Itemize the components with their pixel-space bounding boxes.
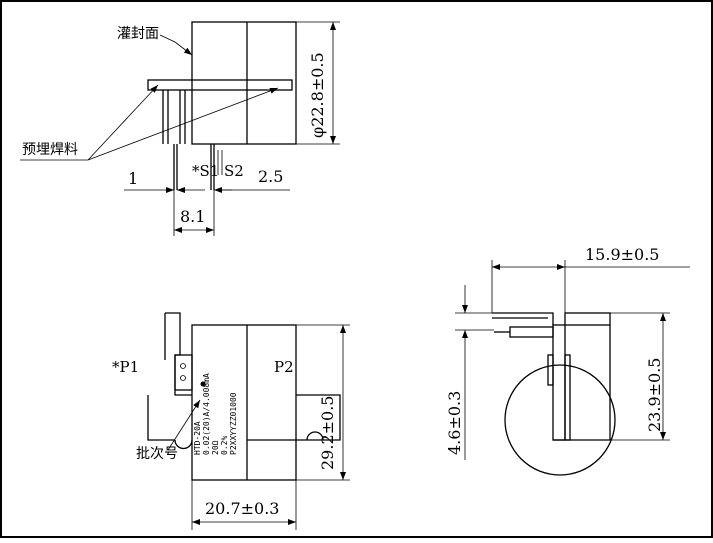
side-body-circle [504,364,616,476]
front-body [191,324,297,481]
dim-side-height: 23.9±0.5 [645,358,664,432]
dim-pin-width: 1 [128,169,138,188]
marking-line-1: HTD-20A [193,421,202,455]
dim-pin-span: 8.1 [180,207,205,226]
top-body [191,21,297,145]
label-batch-number: 批次号 [136,446,178,462]
top-view: 灌封面 预埋焊料 *S1 S2 φ22.8±0.5 1 2.5 8.1 [20,21,340,236]
label-s1: *S1 [192,162,219,180]
label-p1: *P1 [112,358,139,376]
marking-line-2: 0.02(20)A/4.008mA [202,373,211,455]
label-p2: P2 [274,358,294,376]
product-marking: HTD-20A 0.02(20)A/4.008mA 20Ω 0.2% P2XXY… [193,373,238,455]
front-view: HTD-20A 0.02(20)A/4.008mA 20Ω 0.2% P2XXY… [112,312,350,530]
label-s2: S2 [224,162,244,180]
dim-diameter: φ22.8±0.5 [308,52,327,138]
marking-line-3: 20Ω [211,440,220,455]
side-view: 15.9±0.5 23.9±0.5 4.6±0.3 [445,245,690,476]
dim-top-width: 15.9±0.5 [585,245,659,264]
marking-line-4: 0.2% [220,436,229,455]
marking-line-5: P2XXYYZZ01000 [229,392,238,455]
dim-height: 29.2±0.5 [318,396,337,470]
top-flange [147,79,293,91]
dim-width: 20.7±0.3 [205,499,279,518]
label-embedded-solder: 预埋焊料 [22,142,78,158]
polarity-dot [200,381,206,387]
dim-pin-pitch: 2.5 [258,167,283,186]
label-sealing-surface: 灌封面 [117,26,159,42]
dim-offset: 4.6±0.3 [445,391,464,455]
